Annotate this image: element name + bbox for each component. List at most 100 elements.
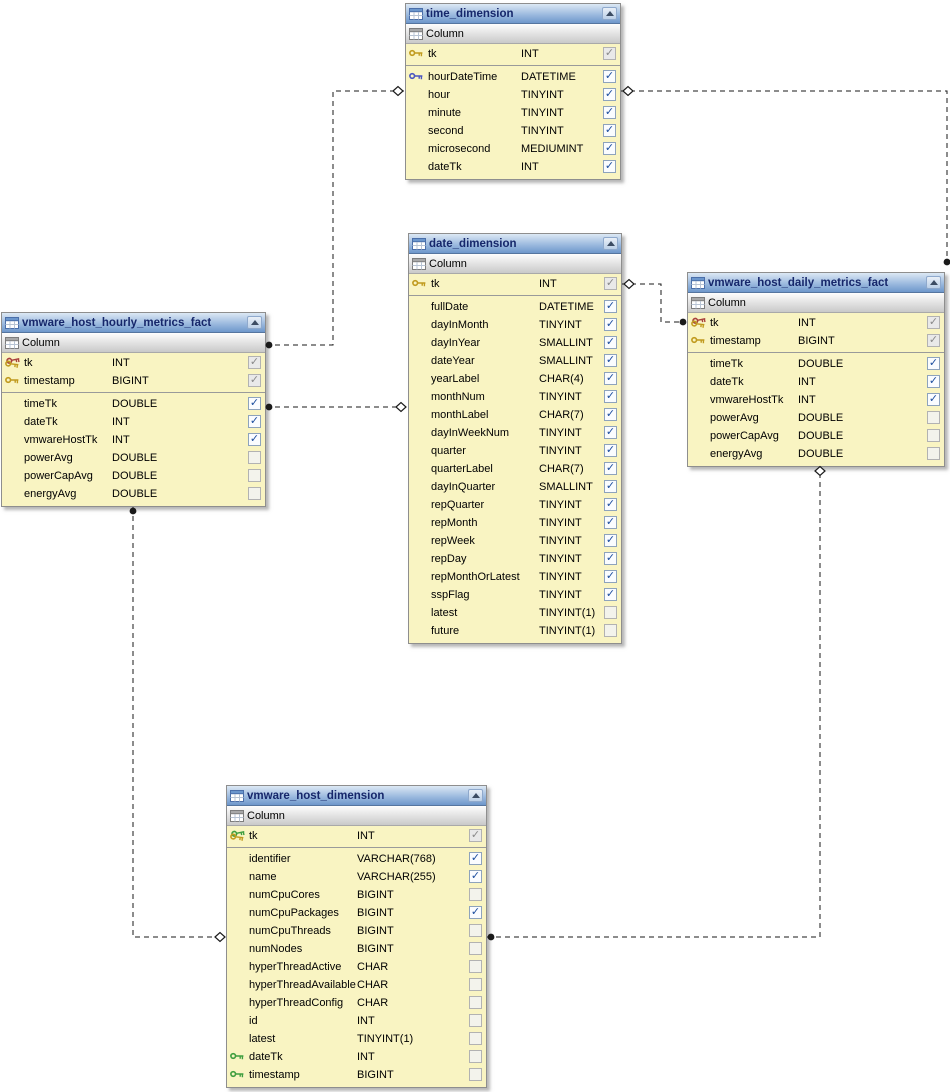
not-null-checkbox[interactable] bbox=[469, 1032, 482, 1045]
not-null-checkbox[interactable]: ✓ bbox=[604, 480, 617, 493]
not-null-checkbox[interactable] bbox=[469, 978, 482, 991]
not-null-checkbox[interactable] bbox=[248, 469, 261, 482]
not-null-checkbox[interactable] bbox=[604, 624, 617, 637]
not-null-checkbox[interactable]: ✓ bbox=[604, 516, 617, 529]
not-null-checkbox[interactable]: ✓ bbox=[604, 552, 617, 565]
not-null-checkbox[interactable]: ✓ bbox=[927, 393, 940, 406]
not-null-checkbox[interactable]: ✓ bbox=[603, 142, 616, 155]
not-null-checkbox[interactable]: ✓ bbox=[603, 88, 616, 101]
not-null-checkbox[interactable] bbox=[469, 924, 482, 937]
not-null-checkbox[interactable]: ✓ bbox=[604, 354, 617, 367]
not-null-checkbox[interactable]: ✓ bbox=[604, 444, 617, 457]
not-null-checkbox[interactable] bbox=[469, 888, 482, 901]
not-null-checkbox[interactable]: ✓ bbox=[604, 462, 617, 475]
not-null-checkbox[interactable]: ✓ bbox=[927, 316, 940, 329]
table-header[interactable]: vmware_host_daily_metrics_fact bbox=[688, 273, 944, 293]
not-null-checkbox[interactable]: ✓ bbox=[603, 70, 616, 83]
not-null-checkbox[interactable]: ✓ bbox=[604, 498, 617, 511]
not-null-checkbox[interactable]: ✓ bbox=[603, 124, 616, 137]
not-null-checkbox[interactable]: ✓ bbox=[604, 588, 617, 601]
columns-section-header[interactable]: Column bbox=[2, 333, 265, 353]
not-null-checkbox[interactable] bbox=[469, 960, 482, 973]
table-header[interactable]: date_dimension bbox=[409, 234, 621, 254]
not-null-checkbox[interactable]: ✓ bbox=[248, 415, 261, 428]
not-null-checkbox[interactable]: ✓ bbox=[604, 300, 617, 313]
not-null-checkbox[interactable]: ✓ bbox=[248, 374, 261, 387]
not-null-checkbox[interactable]: ✓ bbox=[603, 160, 616, 173]
not-null-checkbox[interactable]: ✓ bbox=[469, 829, 482, 842]
not-null-checkbox[interactable]: ✓ bbox=[603, 47, 616, 60]
not-null-checkbox[interactable] bbox=[469, 996, 482, 1009]
not-null-checkbox[interactable]: ✓ bbox=[604, 372, 617, 385]
relationship-daily-to-date[interactable] bbox=[622, 283, 686, 323]
not-null-checkbox[interactable] bbox=[248, 487, 261, 500]
not-null-checkbox[interactable]: ✓ bbox=[604, 570, 617, 583]
collapse-arrow-icon[interactable] bbox=[603, 237, 618, 250]
not-null-checkbox[interactable]: ✓ bbox=[469, 870, 482, 883]
not-null-checkbox[interactable]: ✓ bbox=[604, 336, 617, 349]
not-null-checkbox[interactable]: ✓ bbox=[927, 375, 940, 388]
not-null-checkbox[interactable] bbox=[469, 942, 482, 955]
collapse-arrow-icon[interactable] bbox=[468, 789, 483, 802]
not-null-checkbox[interactable]: ✓ bbox=[248, 397, 261, 410]
not-null-checkbox[interactable] bbox=[927, 411, 940, 424]
relationship-hourly-to-time[interactable] bbox=[266, 90, 404, 346]
not-null-checkbox[interactable]: ✓ bbox=[603, 106, 616, 119]
not-null-checkbox[interactable]: ✓ bbox=[604, 534, 617, 547]
not-null-checkbox[interactable]: ✓ bbox=[604, 408, 617, 421]
not-null-checkbox[interactable]: ✓ bbox=[927, 334, 940, 347]
